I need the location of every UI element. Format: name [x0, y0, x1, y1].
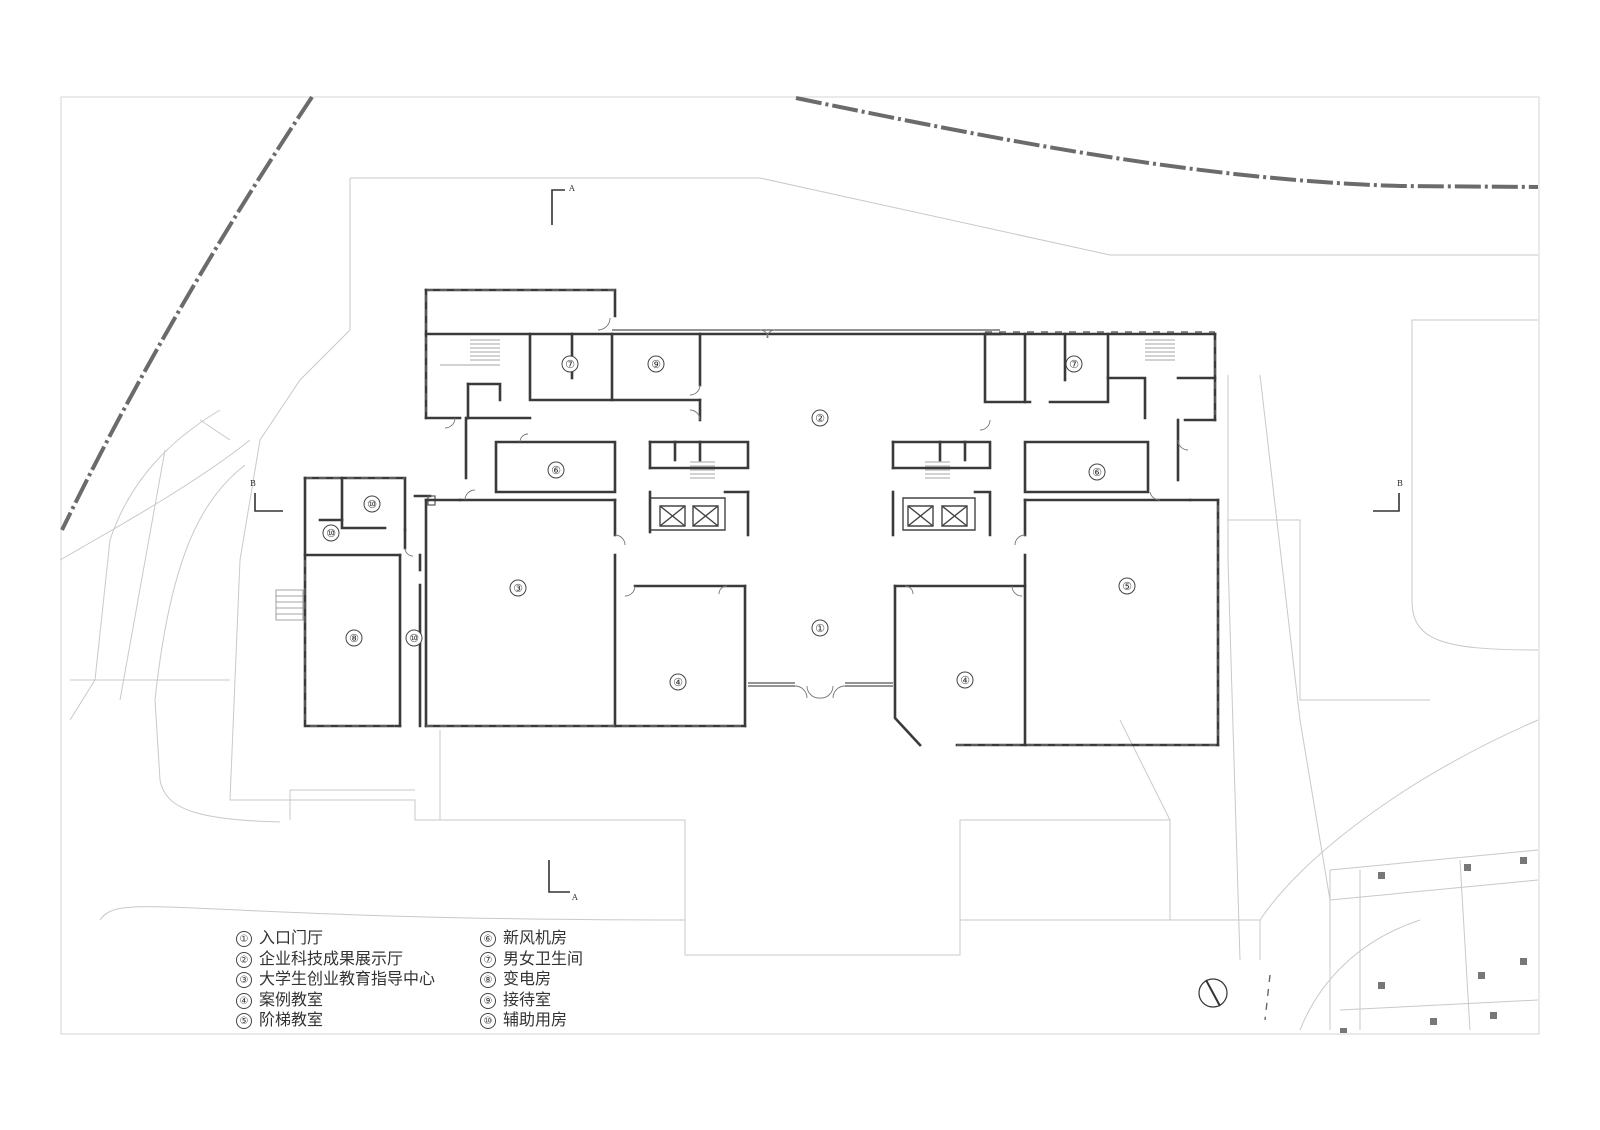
east-stair [1145, 339, 1175, 361]
section-label-a-top: A [568, 184, 575, 193]
north-arrow-icon [1198, 978, 1228, 1008]
plan-label-10-a: ⑩ [363, 495, 381, 513]
plan-label-10-c: ⑩ [405, 629, 423, 647]
plan-label-2: ② [811, 409, 829, 427]
plan-label-6-west: ⑥ [547, 461, 565, 479]
svg-text:⑦: ⑦ [1069, 358, 1079, 371]
svg-text:⑩: ⑩ [326, 527, 336, 540]
plan-label-9: ⑨ [647, 355, 665, 373]
svg-text:②: ② [815, 412, 825, 425]
plan-label-6-east: ⑥ [1088, 463, 1106, 481]
svg-text:⑩: ⑩ [367, 498, 377, 511]
svg-text:⑨: ⑨ [651, 358, 661, 371]
door-swings [404, 317, 1189, 597]
core-stair-east [925, 461, 950, 479]
plan-label-4-west: ④ [669, 673, 687, 691]
neighbour-columns [1264, 857, 1527, 1033]
plan-label-1: ① [811, 619, 829, 637]
site-red-line-west [60, 95, 314, 531]
section-label-a-bottom: A [571, 893, 578, 902]
west-annex [275, 476, 436, 728]
svg-text:⑧: ⑧ [349, 632, 359, 645]
section-mark-a-bottom: A [548, 860, 578, 902]
svg-text:⑥: ⑥ [551, 464, 561, 477]
room-labels: ① ② ③ ④ ④ ⑤ ⑥ ⑥ ⑦ ⑦ ⑧ ⑨ ⑩ ⑩ ⑩ [322, 355, 1136, 691]
east-block [891, 331, 1220, 747]
west-block [424, 288, 750, 728]
section-label-b-west: B [250, 479, 256, 488]
svg-text:⑤: ⑤ [1122, 580, 1132, 593]
central-hall [612, 329, 1002, 699]
plan-label-7-west: ⑦ [561, 355, 579, 373]
drawing-frame [60, 96, 1540, 1035]
section-mark-b-west: B [250, 479, 283, 512]
svg-text:①: ① [815, 622, 825, 635]
west-exterior-stair [275, 589, 304, 621]
plan-label-3: ③ [509, 579, 527, 597]
section-mark-a-top: A [551, 184, 575, 225]
plan-label-10-b: ⑩ [322, 524, 340, 542]
core-stair-west [690, 461, 715, 479]
plan-label-5: ⑤ [1118, 577, 1136, 595]
section-mark-b-east: B [1373, 479, 1403, 512]
plan-label-7-east: ⑦ [1065, 355, 1083, 373]
site-red-line-north [795, 96, 1539, 189]
svg-text:③: ③ [513, 582, 523, 595]
svg-text:④: ④ [673, 676, 683, 689]
section-label-b-east: B [1397, 479, 1403, 488]
svg-text:⑥: ⑥ [1092, 466, 1102, 479]
plan-label-8: ⑧ [345, 629, 363, 647]
svg-text:④: ④ [960, 674, 970, 687]
svg-text:⑦: ⑦ [565, 358, 575, 371]
svg-text:⑩: ⑩ [409, 632, 419, 645]
site-context [59, 177, 1539, 1031]
plan-label-4-east: ④ [956, 671, 974, 689]
west-stair [440, 339, 500, 366]
